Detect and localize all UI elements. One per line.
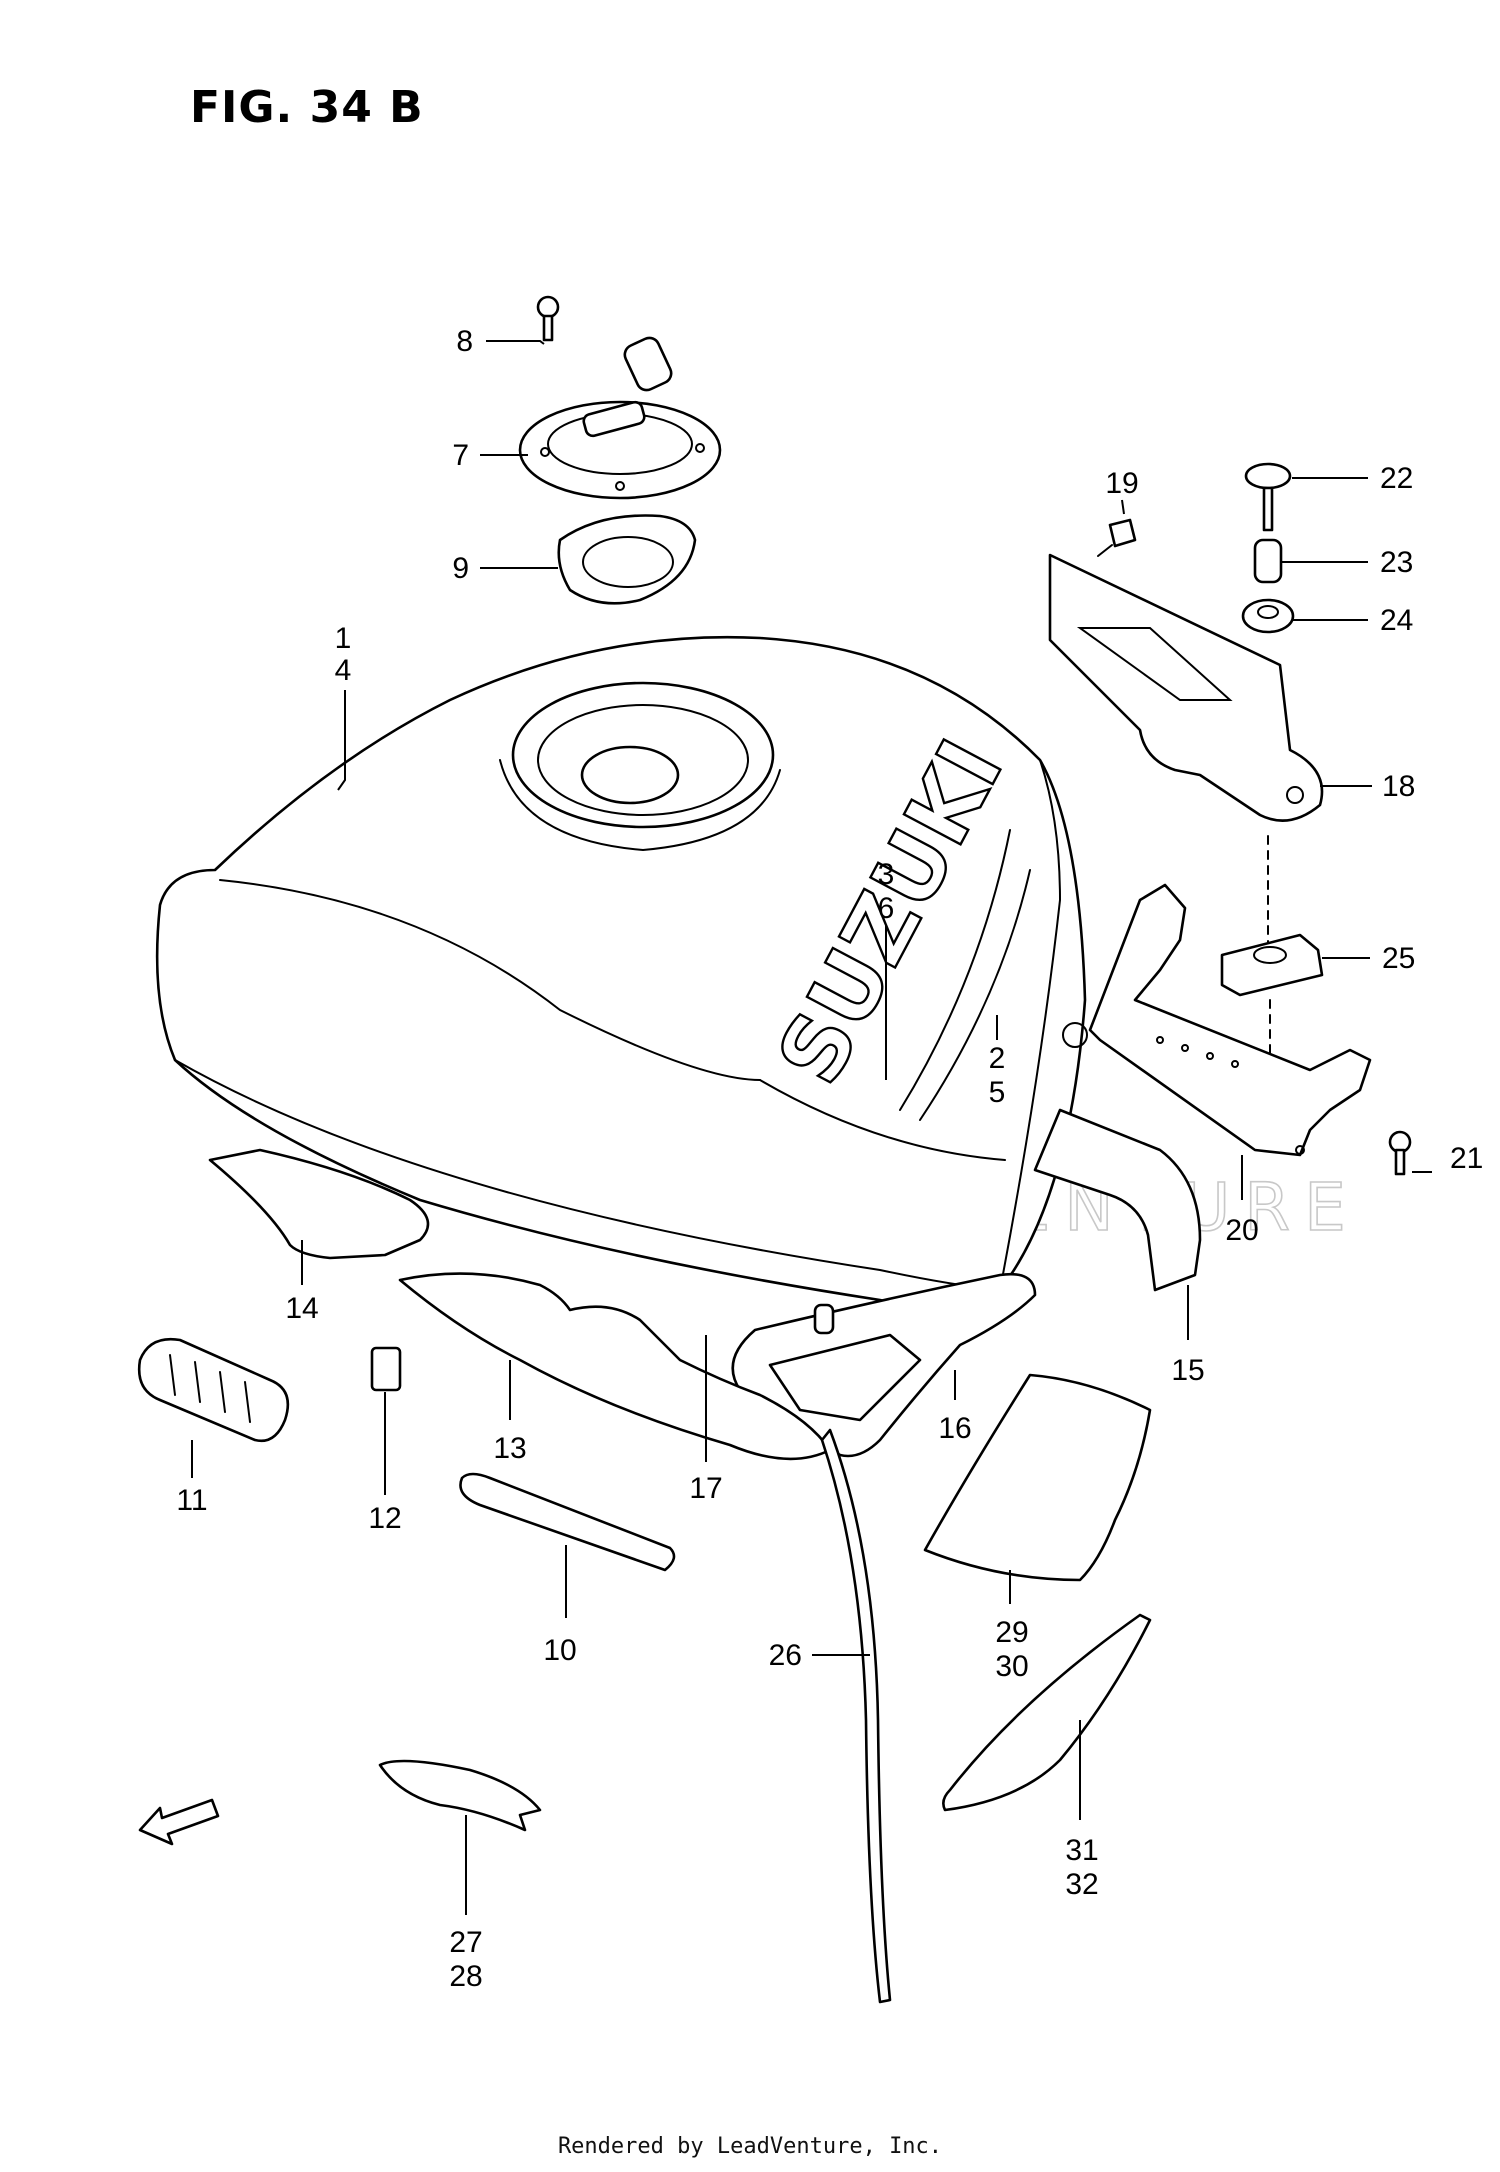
mount-bolt-22	[1244, 462, 1292, 532]
bracket-bolt-21	[1388, 1130, 1412, 1176]
callout-5: 5	[989, 1076, 1006, 1109]
callout-23: 23	[1380, 546, 1413, 579]
callout-17: 17	[689, 1472, 722, 1505]
callout-20: 20	[1225, 1214, 1258, 1247]
protector	[459, 1472, 676, 1572]
collar	[1253, 538, 1283, 584]
callout-3: 3	[878, 858, 895, 891]
callout-2: 2	[989, 1042, 1006, 1075]
callout-1: 1	[335, 622, 352, 655]
callout-numbers: 8 7 9 1 4 19 22 23 24 18 3 6 2 5 25 21 2…	[176, 325, 1483, 1993]
mount-bolt-19	[1097, 518, 1137, 557]
callout-22: 22	[1380, 462, 1413, 495]
emblem-27	[378, 1759, 542, 1832]
footer-credit: Rendered by LeadVenture, Inc.	[557, 2134, 943, 2159]
fuel-cap	[518, 336, 722, 500]
callout-16: 16	[938, 1412, 971, 1445]
callout-9: 9	[452, 552, 469, 585]
callout-8: 8	[456, 325, 473, 358]
rear-cushion	[1220, 933, 1324, 997]
callout-14: 14	[285, 1292, 318, 1325]
tank-bracket	[1048, 553, 1324, 822]
callout-27: 27	[449, 1926, 482, 1959]
callout-11: 11	[176, 1484, 207, 1517]
figure-title: FIG. 34 B	[190, 82, 424, 133]
callout-25: 25	[1382, 942, 1415, 975]
callout-21: 21	[1450, 1142, 1483, 1175]
tank-pipe	[820, 1428, 892, 2004]
callout-12: 12	[368, 1502, 401, 1535]
emblem-13	[398, 1272, 832, 1461]
callout-30: 30	[995, 1650, 1028, 1683]
callout-19: 19	[1105, 467, 1138, 500]
callout-24: 24	[1380, 604, 1413, 637]
callout-31: 31	[1065, 1834, 1098, 1867]
emblem-31	[942, 1613, 1152, 1812]
callout-28: 28	[449, 1960, 482, 1993]
callout-6: 6	[878, 892, 895, 925]
callout-32: 32	[1065, 1868, 1098, 1901]
cap-screw	[536, 295, 560, 342]
callout-29: 29	[995, 1616, 1028, 1649]
cushion-12	[370, 1346, 402, 1392]
filler-gasket	[557, 514, 697, 605]
callout-13: 13	[493, 1432, 526, 1465]
rear-bracket	[1088, 883, 1372, 1157]
emblem-14	[208, 1148, 430, 1260]
callout-15: 15	[1171, 1354, 1204, 1387]
callout-7: 7	[452, 439, 469, 472]
forward-arrow-icon: FWD	[138, 1798, 220, 1846]
cushion	[1241, 598, 1295, 634]
fuel-tank: SUZUKI	[155, 635, 1088, 1310]
knee-grip	[137, 1337, 290, 1443]
callout-18: 18	[1382, 770, 1415, 803]
callout-10: 10	[543, 1634, 576, 1667]
callout-4: 4	[335, 654, 352, 687]
leader-lines	[191, 340, 1432, 1915]
tank-side-stay	[1033, 1108, 1202, 1292]
callout-26: 26	[769, 1639, 802, 1672]
emblem-29	[923, 1373, 1152, 1582]
lower-cover	[731, 1272, 1037, 1458]
